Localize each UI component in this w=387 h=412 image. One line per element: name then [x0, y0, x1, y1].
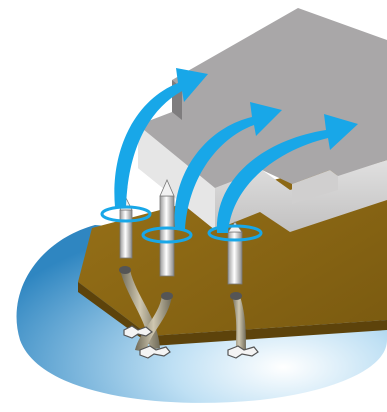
- pcb-component-heat-flow-diagram: [0, 0, 387, 412]
